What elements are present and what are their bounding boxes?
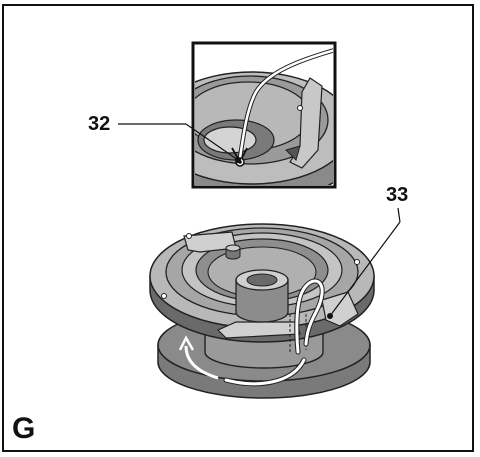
leader-32 [185, 123, 239, 161]
inset-notch [289, 77, 323, 169]
inset-line [238, 49, 333, 160]
spool-main [149, 223, 375, 399]
leader-33 [329, 221, 401, 317]
rotation-arrow [184, 345, 219, 380]
figure-letter: G [12, 412, 36, 445]
hub [235, 279, 289, 323]
rim-tab-left [183, 231, 237, 253]
inset-detail [191, 41, 337, 189]
line-wound [224, 358, 306, 386]
callout-33: 33 [386, 184, 409, 206]
callout-32: 32 [88, 113, 111, 135]
line-loop [295, 279, 324, 354]
inset-hole-dot [297, 105, 303, 111]
